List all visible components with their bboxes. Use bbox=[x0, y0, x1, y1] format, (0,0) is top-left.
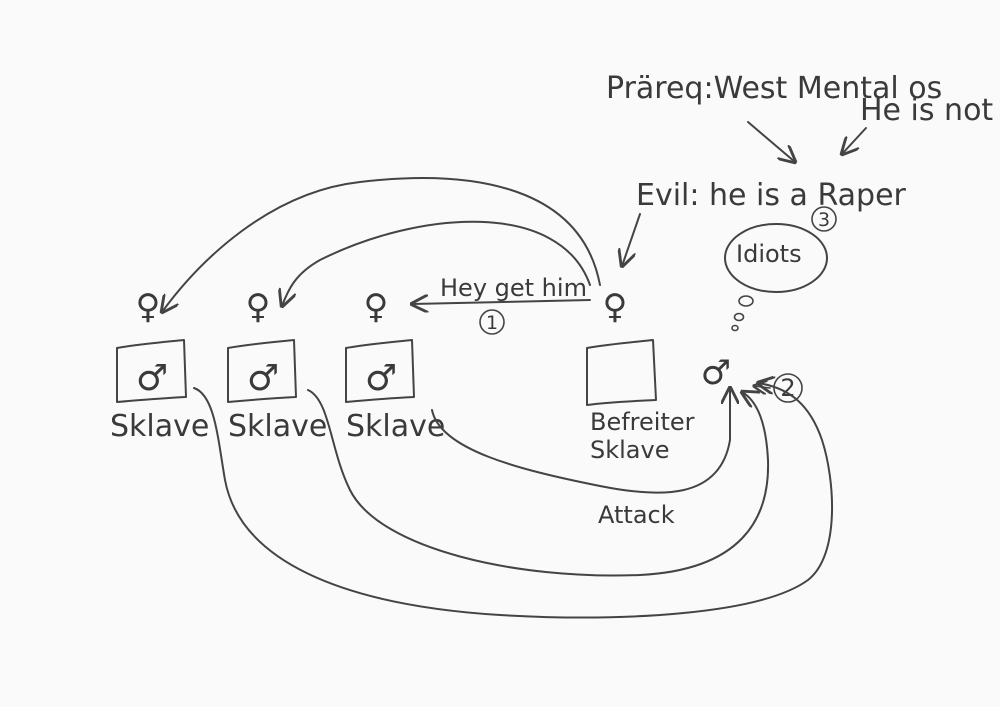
not-arrow bbox=[842, 127, 867, 154]
thought-bubble bbox=[724, 223, 828, 293]
attack-arc-1 bbox=[431, 388, 730, 494]
sklave-label-2: Sklave bbox=[228, 409, 327, 444]
prereq-note: Präreq:West Mental os bbox=[606, 71, 942, 106]
evil-arrow bbox=[622, 213, 641, 266]
attack-arc-3 bbox=[193, 383, 834, 619]
befreiter-sklave-label: Sklave bbox=[590, 436, 669, 464]
female-icon-1: ♀ bbox=[136, 287, 161, 327]
male-icon-freed: ♂ bbox=[701, 353, 731, 393]
slave-box-1: ♂ bbox=[116, 339, 187, 403]
sklave-label-1: Sklave bbox=[110, 409, 209, 444]
arc-to-female-2 bbox=[282, 220, 591, 306]
hey-get-him-text: Hey get him bbox=[440, 274, 587, 302]
thought-dot-small bbox=[731, 324, 739, 332]
male-icon-3: ♂ bbox=[365, 358, 397, 399]
female-icon-4: ♀ bbox=[603, 287, 628, 327]
female-icon-3: ♀ bbox=[364, 287, 389, 327]
step-2-arrow bbox=[754, 386, 771, 388]
male-icon-1: ♂ bbox=[136, 358, 168, 399]
slave-box-2: ♂ bbox=[227, 339, 297, 403]
prereq-arrow bbox=[747, 121, 795, 162]
female-icon-2: ♀ bbox=[246, 287, 271, 327]
hey-arrow bbox=[412, 300, 591, 304]
attack-arc-2 bbox=[307, 389, 770, 577]
sklave-label-3: Sklave bbox=[346, 409, 445, 444]
befreiter-label: Befreiter bbox=[590, 408, 695, 436]
evil-note: Evil: he is a Raper bbox=[636, 178, 907, 213]
step-1-label: 1 bbox=[486, 312, 498, 334]
thought-dot-large bbox=[738, 295, 754, 307]
step-3-label: 3 bbox=[818, 209, 830, 231]
step-3-circle bbox=[811, 206, 837, 232]
he-is-not-note: He is not bbox=[860, 93, 993, 128]
thought-dot-medium bbox=[733, 312, 745, 322]
step-1-circle bbox=[479, 309, 505, 335]
freed-slave-box bbox=[586, 339, 657, 406]
arc-to-female-1 bbox=[162, 177, 601, 312]
attack-label: Attack bbox=[598, 501, 675, 529]
idiots-text: Idiots bbox=[736, 240, 802, 268]
male-icon-2: ♂ bbox=[247, 358, 279, 399]
slave-box-3: ♂ bbox=[345, 339, 415, 403]
